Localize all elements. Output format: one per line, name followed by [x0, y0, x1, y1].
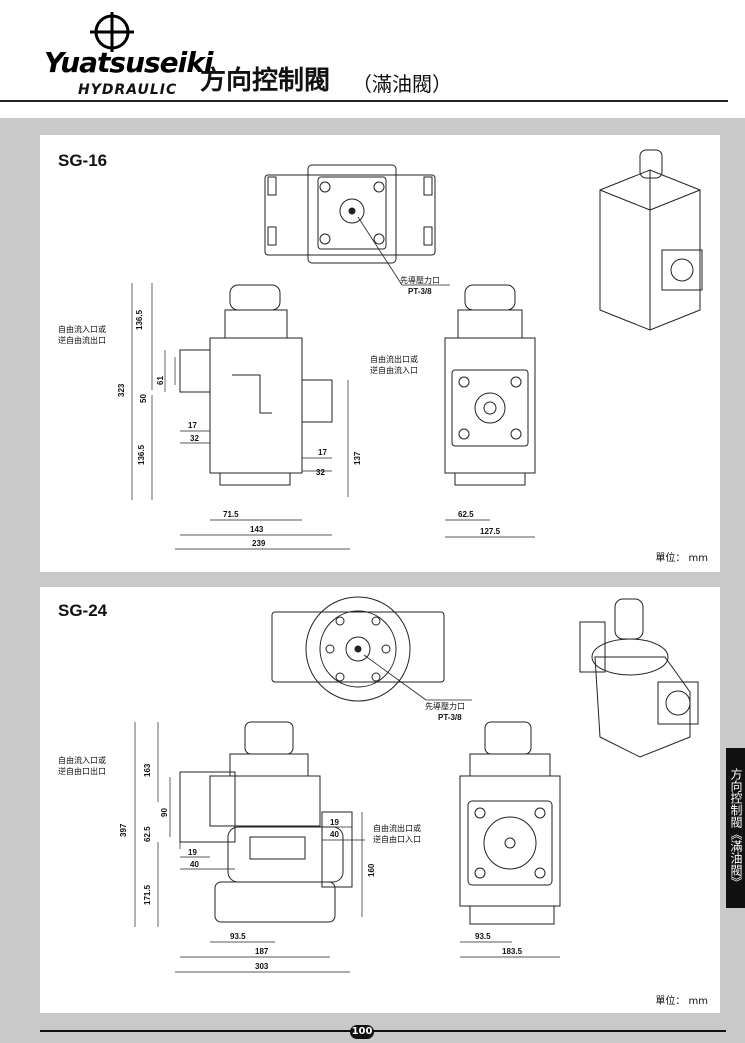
- panel-sg16: SG-16 單位： mm: [40, 135, 720, 572]
- dim-160: 160: [367, 863, 376, 877]
- dim-323: 323: [117, 383, 126, 397]
- dim-397: 397: [119, 823, 128, 837]
- callout-right-2: 逆自由流入口: [370, 365, 418, 375]
- page-subtitle: （滿油閥）: [352, 72, 452, 96]
- dim-136-bot: 136.5: [137, 444, 146, 465]
- dim-183: 183.5: [502, 947, 523, 956]
- dim-93-left: 93.5: [230, 932, 246, 941]
- sg16-iso-view: [599, 149, 703, 331]
- callout-right-1: 自由流出口或: [373, 823, 421, 833]
- callout-pilot-cn: 先導壓力口: [400, 275, 440, 285]
- dim-93-right: 93.5: [475, 932, 491, 941]
- dim-137: 137: [353, 451, 362, 465]
- dim-239: 239: [252, 539, 266, 548]
- unit-label: 單位： mm: [655, 996, 708, 1007]
- dim-90: 90: [160, 808, 169, 817]
- sg24-front-view: [179, 721, 353, 923]
- callout-left-1: 自由流入口或: [58, 755, 106, 765]
- callout-left-1: 自由流入口或: [58, 324, 106, 334]
- sg24-top-view: [271, 596, 445, 702]
- dim-303: 303: [255, 962, 269, 971]
- callout-left-2: 逆自由口出口: [58, 766, 106, 776]
- dim-62: 62.5: [143, 826, 152, 842]
- sg24-side-view: [459, 721, 561, 925]
- page-header: Yuatsuseiki HYDRAULIC 方向控制閥 （滿油閥）: [0, 0, 745, 118]
- dim-71: 71.5: [223, 510, 239, 519]
- model-label: SG-16: [58, 151, 108, 170]
- callout-left-2: 逆自由流出口: [58, 335, 106, 345]
- sg24-drawing: 163 397 90 62.5 19 40 171.5 19 40 160 93…: [58, 596, 699, 973]
- side-tab: 方向控制閥《滿油閥》: [726, 748, 745, 908]
- header-rule: [0, 100, 728, 102]
- sg16-front-view: [179, 284, 333, 486]
- dim-61: 61: [156, 376, 165, 385]
- dim-143: 143: [250, 525, 264, 534]
- dim-40-right: 40: [330, 830, 339, 839]
- callout-right-2: 逆自由口入口: [373, 834, 421, 844]
- sg24-iso-view: [579, 598, 699, 758]
- dim-50: 50: [139, 394, 148, 403]
- callout-pilot-cn: 先導壓力口: [425, 701, 465, 711]
- callout-right-1: 自由流出口或: [370, 354, 418, 364]
- callout-pilot-pt: PT-3/8: [438, 713, 462, 722]
- dim-136-top: 136.5: [135, 309, 144, 330]
- dim-32-right: 32: [316, 468, 325, 477]
- model-label: SG-24: [58, 601, 108, 620]
- dim-40-left: 40: [190, 860, 199, 869]
- sg16-top-view: [264, 164, 436, 264]
- dim-127: 127.5: [480, 527, 501, 536]
- brand-name: Yuatsuseiki: [44, 46, 213, 79]
- sg16-drawing: 136.5 323 61 50 17 32 136.5 17 32 137 71…: [58, 149, 703, 550]
- footer-rule: [40, 1030, 726, 1032]
- dim-17-left: 17: [188, 421, 197, 430]
- page-number: 100: [350, 1025, 374, 1039]
- unit-label: 單位： mm: [655, 553, 708, 564]
- dim-163: 163: [143, 763, 152, 777]
- dim-32-left: 32: [190, 434, 199, 443]
- panel-sg24: SG-24 單位： mm: [40, 587, 720, 1013]
- dim-17-right: 17: [318, 448, 327, 457]
- logo-icon: [90, 12, 134, 52]
- dim-19-right: 19: [330, 818, 339, 827]
- page-title: 方向控制閥: [200, 66, 331, 96]
- brand-subtitle: HYDRAULIC: [78, 82, 178, 98]
- sg16-side-view: [444, 284, 536, 486]
- dim-187: 187: [255, 947, 269, 956]
- dim-62: 62.5: [458, 510, 474, 519]
- callout-pilot-pt: PT-3/8: [408, 287, 432, 296]
- dim-19-left: 19: [188, 848, 197, 857]
- dim-171: 171.5: [143, 884, 152, 905]
